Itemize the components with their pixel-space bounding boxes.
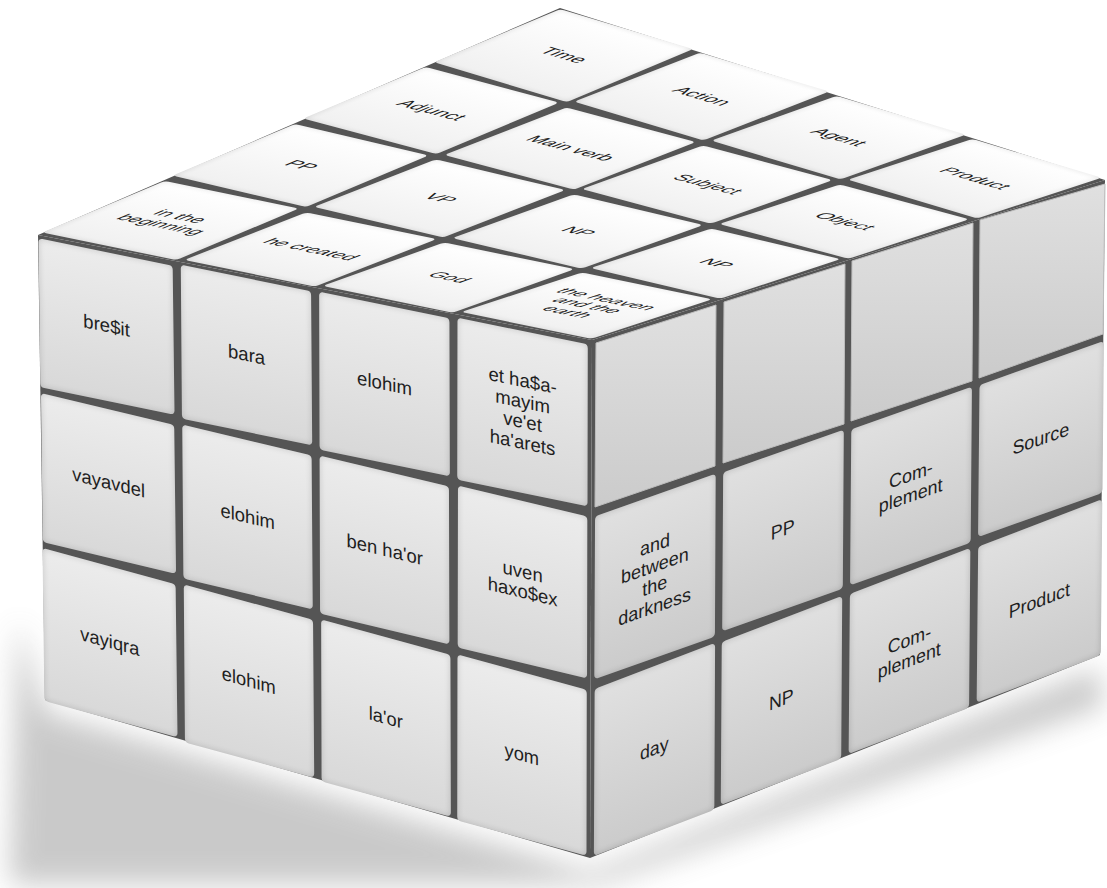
- cell-label: Agent: [805, 127, 872, 148]
- cube-cell: uven haxo$ex: [457, 486, 587, 679]
- cell-label: vayavdel: [72, 464, 145, 502]
- cube-cell: bara: [181, 265, 312, 446]
- cell-label: PP: [279, 159, 323, 173]
- cell-label: elohim: [357, 368, 412, 400]
- cell-label: Com- plement: [866, 614, 953, 688]
- cell-label: la'or: [368, 703, 402, 733]
- cell-label: Subject: [667, 173, 748, 196]
- blank-cell: [723, 264, 845, 463]
- cube-cell: elohim: [319, 291, 450, 476]
- cell-label: Time: [534, 46, 593, 66]
- cell-label: Product: [1008, 580, 1069, 624]
- cube-cell: elohim: [182, 424, 313, 609]
- blank-cell: [595, 305, 716, 507]
- cell-label: and between the darkness: [612, 520, 699, 633]
- cell-label: Action: [667, 86, 737, 109]
- blank-cell: [851, 223, 973, 421]
- cell-label: bara: [228, 341, 265, 369]
- cell-label: ben ha'or: [347, 530, 424, 569]
- cell-label: he created: [257, 236, 364, 261]
- cell-label: VP: [418, 192, 462, 205]
- front-groove: [38, 235, 592, 858]
- cube-cell: et ha$a- mayim ve'et ha'arets: [457, 318, 588, 507]
- cube-cell: and between the darkness: [594, 474, 715, 679]
- cell-label: NP: [555, 225, 600, 238]
- cube-cell: NP: [721, 596, 842, 805]
- cell-label: Com- plement: [867, 450, 954, 522]
- cube-cell: vayavdel: [41, 393, 176, 574]
- cube-cell: la'or: [321, 619, 450, 816]
- cell-label: in the beginning: [102, 202, 239, 238]
- cube-cell: bre$it: [38, 238, 174, 415]
- cell-label: Adjunct: [391, 99, 471, 123]
- cube-cell: ben ha'or: [320, 455, 450, 644]
- cell-label: et ha$a- mayim ve'et ha'arets: [475, 361, 570, 463]
- cell-label: PP: [771, 516, 795, 545]
- cell-label: NP: [769, 685, 794, 715]
- cube-cell: vayiqra: [43, 548, 178, 738]
- cell-label: vayiqra: [81, 624, 140, 661]
- cube-cell: yom: [457, 654, 586, 856]
- cube-cell: day: [594, 643, 715, 856]
- cell-label: God: [422, 270, 477, 284]
- cell-label: Main verb: [520, 134, 620, 163]
- cell-label: Product: [933, 166, 1015, 191]
- cell-label: the heaven and the earth: [510, 286, 664, 325]
- cube-cell: elohim: [184, 584, 314, 777]
- cell-label: Source: [1012, 419, 1069, 460]
- right-groove: [590, 180, 1105, 858]
- cell-label: yom: [505, 740, 540, 770]
- cell-label: bre$it: [83, 311, 130, 341]
- cell-label: day: [640, 733, 669, 764]
- cell-label: NP: [693, 257, 738, 269]
- cell-label: Object: [808, 211, 881, 232]
- cell-label: uven haxo$ex: [475, 551, 570, 615]
- cell-label: elohim: [220, 500, 275, 534]
- cell-label: elohim: [222, 663, 276, 698]
